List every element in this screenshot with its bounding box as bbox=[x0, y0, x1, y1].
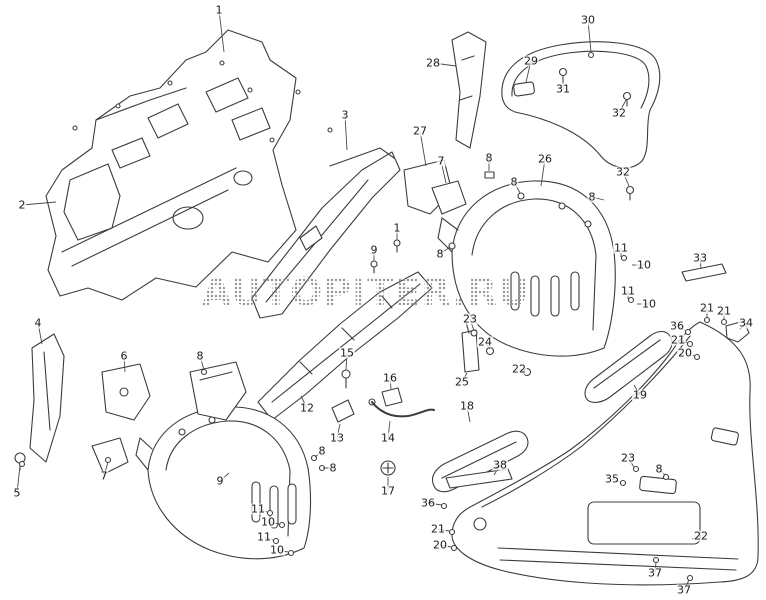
part-grommet-17 bbox=[380, 460, 396, 476]
callout-23: 23 bbox=[462, 312, 478, 326]
part-bracket-7-upper bbox=[431, 180, 467, 215]
callout-9: 9 bbox=[215, 474, 225, 488]
callout-7: 7 bbox=[99, 469, 109, 483]
fastener-icons bbox=[18, 51, 728, 582]
callout-10: 10 bbox=[260, 515, 276, 529]
callout-12: 12 bbox=[299, 401, 315, 415]
part-rod-14 bbox=[368, 398, 435, 418]
callout-8: 8 bbox=[654, 462, 664, 476]
callout-32: 32 bbox=[611, 106, 627, 120]
callout-21: 21 bbox=[716, 304, 732, 318]
callout-20: 20 bbox=[677, 346, 693, 360]
callout-36: 36 bbox=[420, 496, 436, 510]
callout-11: 11 bbox=[256, 530, 272, 544]
callout-25: 25 bbox=[454, 375, 470, 389]
part-dash-panel bbox=[45, 29, 297, 301]
callout-1: 1 bbox=[214, 3, 224, 17]
callout-30: 30 bbox=[580, 13, 596, 27]
callout-9: 9 bbox=[369, 243, 379, 257]
part-bracket-16 bbox=[381, 387, 403, 407]
callout-37: 37 bbox=[676, 583, 692, 597]
callout-27: 27 bbox=[412, 124, 428, 138]
callout-23: 23 bbox=[620, 451, 636, 465]
callout-8: 8 bbox=[317, 444, 327, 458]
callout-8: 8 bbox=[587, 190, 597, 204]
callout-28: 28 bbox=[425, 56, 441, 70]
callout-37: 37 bbox=[647, 566, 663, 580]
callout-8: 8 bbox=[509, 175, 519, 189]
callout-17: 17 bbox=[380, 484, 396, 498]
callout-35: 35 bbox=[604, 472, 620, 486]
callout-29: 29 bbox=[523, 54, 539, 68]
callout-5: 5 bbox=[12, 486, 22, 500]
callout-22: 22 bbox=[693, 529, 709, 543]
callout-15: 15 bbox=[339, 346, 355, 360]
callout-11: 11 bbox=[250, 502, 266, 516]
callout-3: 3 bbox=[340, 108, 350, 122]
part-clip-29 bbox=[513, 81, 535, 97]
callout-22: 22 bbox=[511, 362, 527, 376]
part-pillar-bracket bbox=[451, 31, 487, 149]
part-shield-8 bbox=[189, 361, 247, 421]
callout-1: 1 bbox=[392, 221, 402, 235]
callout-7: 7 bbox=[436, 154, 446, 168]
callout-26: 26 bbox=[537, 152, 553, 166]
callout-11: 11 bbox=[613, 241, 629, 255]
callout-24: 24 bbox=[477, 335, 493, 349]
callout-10: 10 bbox=[641, 297, 657, 311]
callout-8: 8 bbox=[328, 461, 338, 475]
callout-2: 2 bbox=[17, 198, 27, 212]
callout-13: 13 bbox=[329, 431, 345, 445]
callout-11: 11 bbox=[620, 284, 636, 298]
callout-34: 34 bbox=[738, 316, 754, 330]
part-bracket-13 bbox=[331, 399, 355, 423]
part-bracket-33 bbox=[681, 263, 727, 282]
part-fender-bracket-4 bbox=[29, 333, 65, 463]
callout-8: 8 bbox=[484, 151, 494, 165]
callout-32: 32 bbox=[615, 165, 631, 179]
callout-16: 16 bbox=[382, 371, 398, 385]
callout-36: 36 bbox=[669, 319, 685, 333]
callout-18: 18 bbox=[459, 399, 475, 413]
callout-10: 10 bbox=[269, 543, 285, 557]
callout-10: 10 bbox=[636, 258, 652, 272]
callout-8: 8 bbox=[195, 349, 205, 363]
watermark: AUTOPITER.RU bbox=[202, 270, 530, 314]
callout-31: 31 bbox=[555, 82, 571, 96]
part-lower-crossmember bbox=[257, 271, 433, 421]
part-bracket-6 bbox=[101, 363, 151, 421]
callout-8: 8 bbox=[435, 247, 445, 261]
callout-33: 33 bbox=[692, 251, 708, 265]
callout-38: 38 bbox=[492, 458, 508, 472]
part-strip-38 bbox=[445, 468, 513, 489]
callout-19: 19 bbox=[632, 388, 648, 402]
callout-14: 14 bbox=[380, 431, 396, 445]
callout-21: 21 bbox=[430, 522, 446, 536]
callout-20: 20 bbox=[432, 538, 448, 552]
part-weatherstrip bbox=[501, 41, 661, 169]
part-cowl-crossmember bbox=[251, 147, 401, 319]
callout-4: 4 bbox=[33, 316, 43, 330]
part-bracket-7-lower bbox=[91, 437, 129, 475]
callout-6: 6 bbox=[119, 349, 129, 363]
part-front-bumper bbox=[451, 321, 759, 586]
callout-21: 21 bbox=[670, 333, 686, 347]
callout-21: 21 bbox=[699, 301, 715, 315]
